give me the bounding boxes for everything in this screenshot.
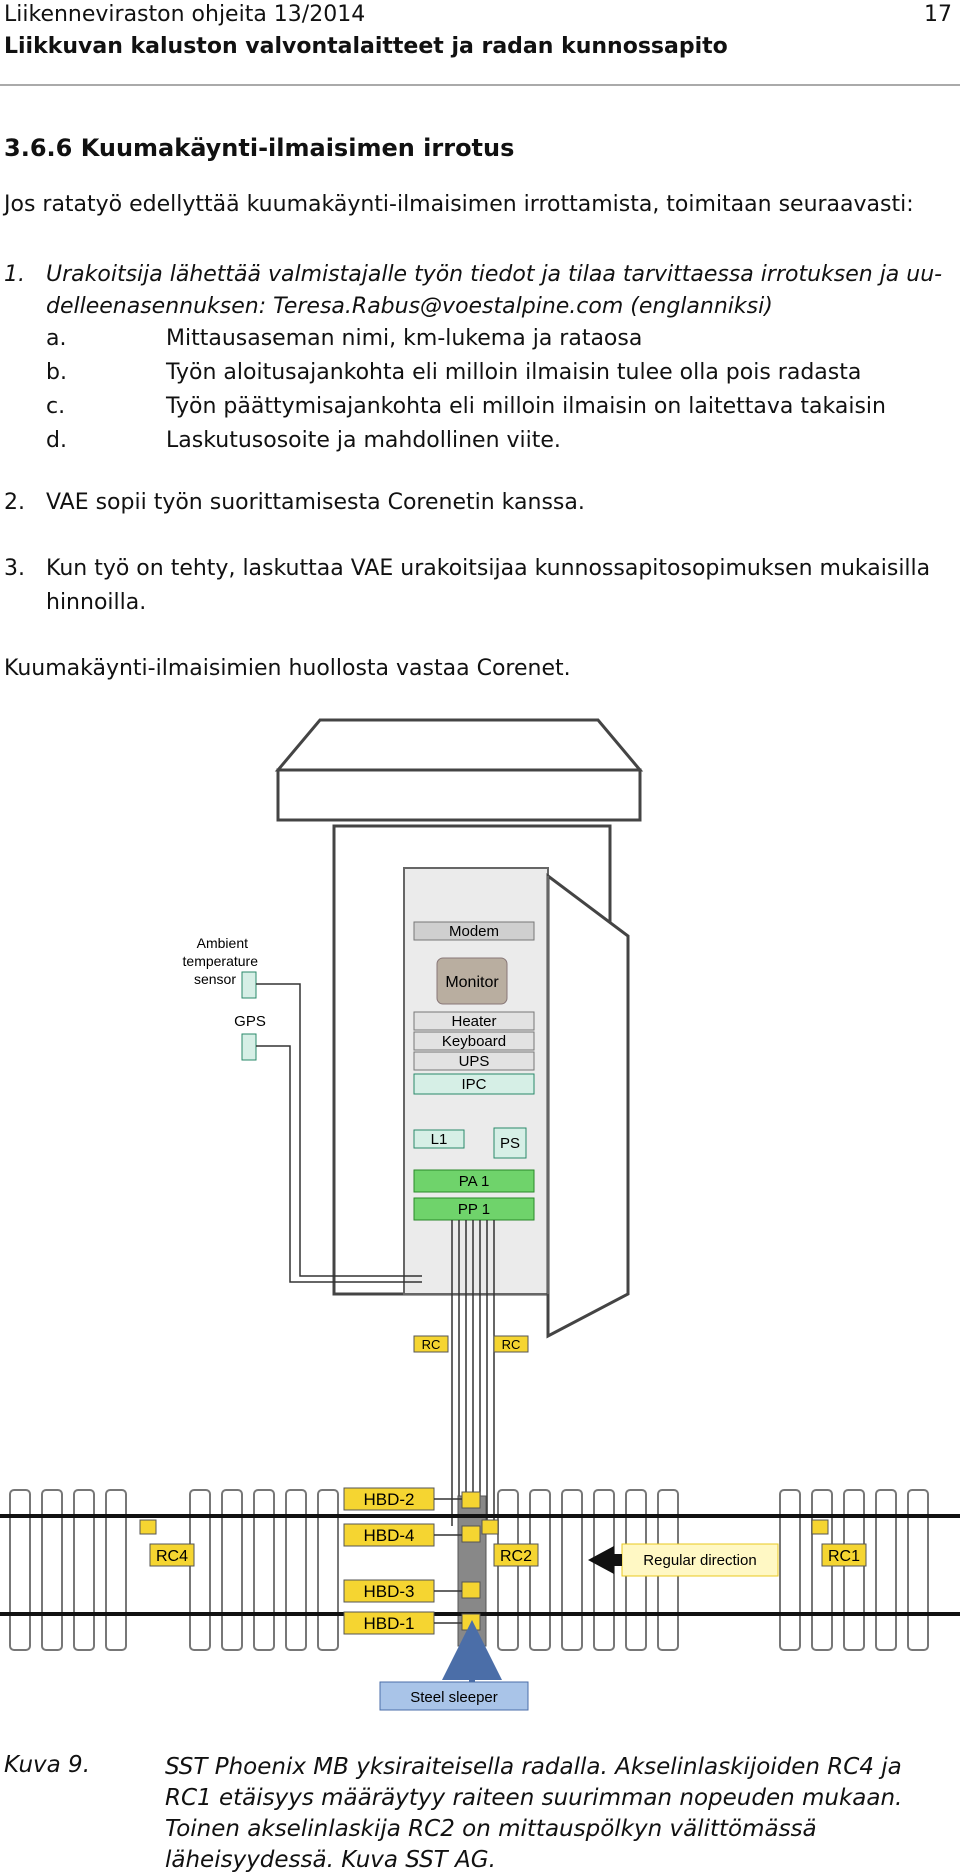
- step-1-line-2: delleenasennuksen: Teresa.Rabus@voestalp…: [46, 294, 773, 319]
- ipc-module: [413, 1073, 535, 1095]
- monitor-module: [436, 957, 508, 1005]
- caption-label: Kuva 9.: [4, 1752, 91, 1778]
- cabinet-roof: [274, 718, 644, 772]
- sensor-label-3: sensor: [194, 971, 236, 987]
- step-3-line-2: hinnoilla.: [46, 590, 147, 615]
- rc4-sensor: [139, 1519, 157, 1535]
- pp1-module: [413, 1197, 535, 1221]
- sub-item-b: Työn aloitusajankohta eli milloin ilmais…: [166, 360, 862, 385]
- step-3-line-1: Kun työ on tehty, laskuttaa VAE urakoits…: [46, 556, 931, 581]
- intro-paragraph: Jos ratatyö edellyttää kuumakäynti-ilmai…: [4, 192, 914, 217]
- ups-label: UPS: [459, 1053, 490, 1070]
- step-3-number: 3.: [4, 556, 25, 581]
- ambient-sensor: [241, 971, 257, 999]
- hbd4-label: HBD-4: [363, 1526, 414, 1545]
- rc1-sensor: [811, 1519, 829, 1535]
- keyboard-module: [413, 1031, 535, 1051]
- ps-module: [493, 1127, 527, 1159]
- heater-module: [413, 1011, 535, 1031]
- sub-item-c-letter: c.: [46, 394, 66, 419]
- hbd2-label: HBD-2: [363, 1490, 414, 1509]
- header-divider: [0, 84, 960, 86]
- hbd-system-diagram: Modem Monitor Heater Keyboard UPS IPC L1…: [0, 718, 960, 1711]
- rc-label-right-box: [493, 1335, 529, 1353]
- rc1-box: [821, 1543, 867, 1567]
- hbd3-label: HBD-3: [363, 1582, 414, 1601]
- header-subtitle: Liikkuvan kaluston valvontalaitteet ja r…: [4, 34, 728, 59]
- steel-sleeper-label: Steel sleeper: [410, 1689, 498, 1706]
- rc4-label: RC4: [156, 1548, 188, 1565]
- rc-label-left-box: [413, 1335, 449, 1353]
- ups-module: [413, 1051, 535, 1071]
- sensor-label-2: temperature: [183, 953, 259, 969]
- rc-label-left: RC: [422, 1337, 441, 1352]
- sensor-label-1: Ambient: [197, 935, 248, 951]
- section-title: 3.6.6 Kuumakäynti-ilmaisimen irrotus: [4, 134, 515, 162]
- step-2-number: 2.: [4, 490, 25, 515]
- l1-label: L1: [431, 1131, 448, 1148]
- ipc-label: IPC: [461, 1076, 486, 1093]
- caption-text: SST Phoenix MB yksiraiteisella radalla. …: [165, 1754, 903, 1873]
- l1-module: [413, 1129, 465, 1149]
- direction-label: Regular direction: [643, 1552, 756, 1569]
- rc4-box: [149, 1543, 195, 1567]
- heater-label: Heater: [451, 1013, 496, 1030]
- modem-label: Modem: [449, 923, 499, 940]
- ps-label: PS: [500, 1135, 520, 1152]
- sub-item-d: Laskutusosoite ja mahdollinen viite.: [166, 428, 561, 453]
- hbd1-label: HBD-1: [363, 1614, 414, 1633]
- sub-item-a: Mittausaseman nimi, km-lukema ja rataosa: [166, 326, 643, 351]
- gps-sensor: [241, 1033, 257, 1061]
- page-number: 17: [924, 2, 952, 27]
- cable-bundle: [451, 1220, 495, 1526]
- closing-paragraph: Kuumakäynti-ilmaisimien huollosta vastaa…: [4, 656, 571, 681]
- rc2-sensor: [481, 1519, 499, 1535]
- steel-sleeper-label-box: [379, 1681, 529, 1711]
- sub-item-a-letter: a.: [46, 326, 67, 351]
- keyboard-label: Keyboard: [442, 1033, 506, 1050]
- modem-module: [413, 921, 535, 941]
- cabinet-door: [546, 873, 630, 1339]
- sub-item-b-letter: b.: [46, 360, 67, 385]
- rc2-box: [493, 1543, 539, 1567]
- pa1-label: PA 1: [459, 1173, 490, 1190]
- direction-box: [621, 1543, 779, 1577]
- direction-arrow: [588, 1546, 622, 1574]
- pa1-module: [413, 1169, 535, 1193]
- rc1-label: RC1: [828, 1548, 860, 1565]
- rc2-label: RC2: [500, 1548, 532, 1565]
- monitor-label: Monitor: [445, 974, 499, 991]
- step-2-text: VAE sopii työn suorittamisesta Corenetin…: [46, 490, 585, 515]
- sub-item-c: Työn päättymisajankohta eli milloin ilma…: [166, 394, 886, 419]
- step-1-line-1: Urakoitsija lähettää valmistajalle työn …: [46, 262, 943, 287]
- sub-item-d-letter: d.: [46, 428, 67, 453]
- cabinet-roof-front: [276, 768, 642, 822]
- pp1-label: PP 1: [458, 1201, 490, 1218]
- rc-label-right: RC: [502, 1337, 521, 1352]
- header-title: Liikenneviraston ohjeita 13/2014: [4, 2, 366, 27]
- gps-label: GPS: [234, 1013, 266, 1030]
- step-1-number: 1.: [4, 262, 25, 287]
